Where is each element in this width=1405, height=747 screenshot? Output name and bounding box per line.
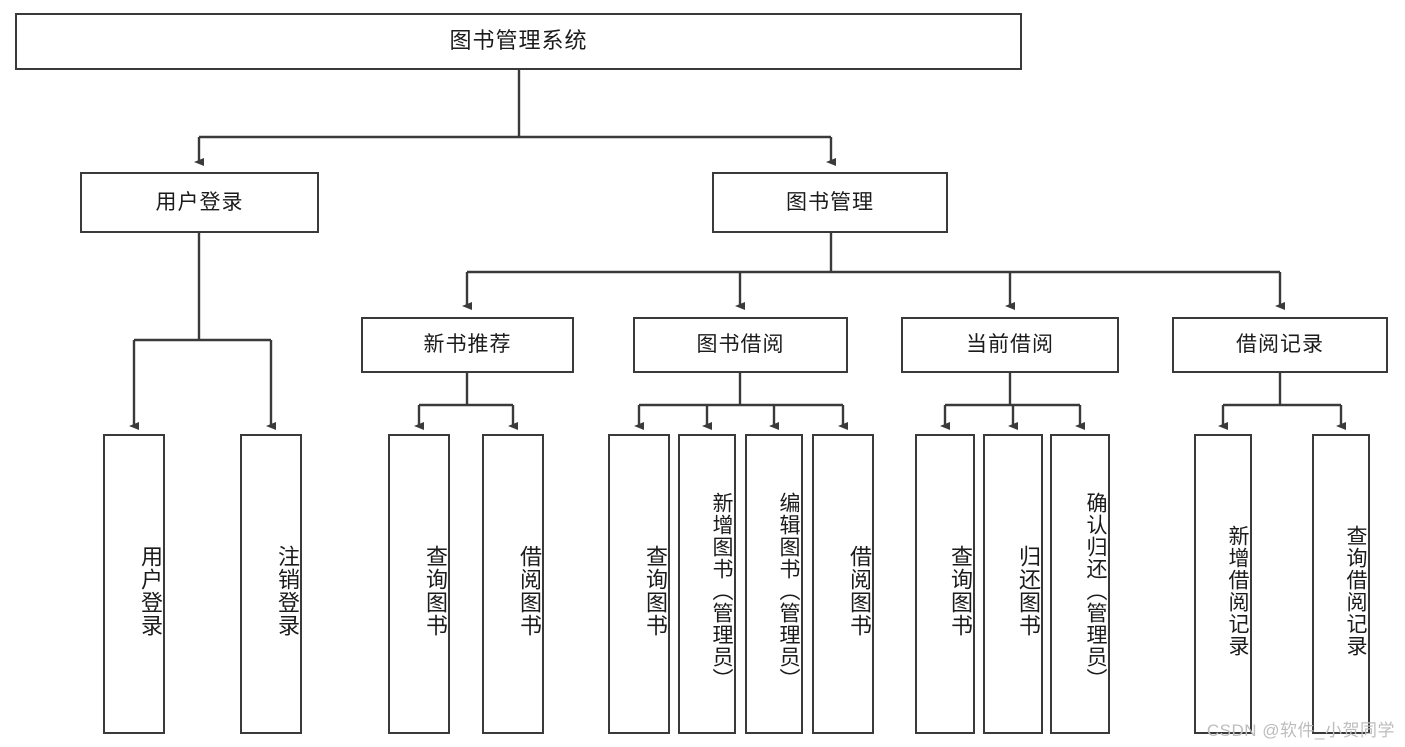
leaf-edit-book-admin[interactable]: 编辑图书（管理员） — [745, 434, 803, 734]
node-root[interactable]: 图书管理系统 — [15, 13, 1022, 70]
node-new-book-recommend[interactable]: 新书推荐 — [361, 317, 574, 373]
leaf-query-book-borrow[interactable]: 查询图书 — [608, 434, 670, 734]
leaf-user-login[interactable]: 用户登录 — [103, 434, 165, 734]
leaf-query-book-recommend[interactable]: 查询图书 — [388, 434, 450, 734]
leaf-logout[interactable]: 注销登录 — [240, 434, 302, 734]
leaf-query-book-current[interactable]: 查询图书 — [915, 434, 975, 734]
node-book-borrow[interactable]: 图书借阅 — [633, 317, 848, 373]
leaf-query-borrow-record[interactable]: 查询借阅记录 — [1312, 434, 1370, 734]
node-user-login[interactable]: 用户登录 — [80, 172, 319, 233]
node-book-management[interactable]: 图书管理 — [712, 172, 948, 233]
leaf-add-borrow-record[interactable]: 新增借阅记录 — [1194, 434, 1252, 734]
leaf-confirm-return-admin[interactable]: 确认归还（管理员） — [1050, 434, 1110, 734]
leaf-add-book-admin[interactable]: 新增图书（管理员） — [678, 434, 736, 734]
leaf-borrow-book-recommend[interactable]: 借阅图书 — [482, 434, 544, 734]
node-current-borrow[interactable]: 当前借阅 — [901, 317, 1119, 373]
leaf-return-book[interactable]: 归还图书 — [983, 434, 1043, 734]
node-borrow-record[interactable]: 借阅记录 — [1172, 317, 1388, 373]
leaf-borrow-book[interactable]: 借阅图书 — [812, 434, 874, 734]
